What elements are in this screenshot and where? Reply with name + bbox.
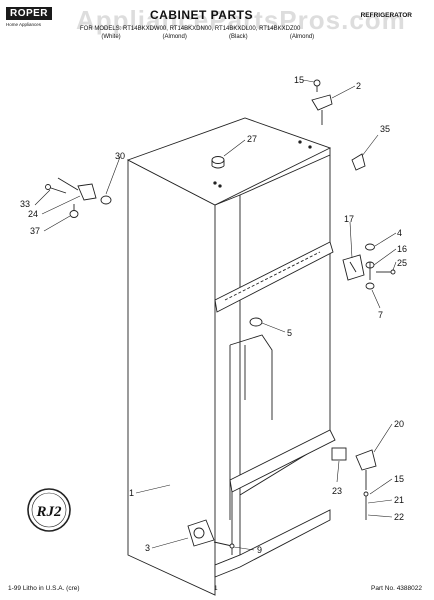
part-4-washer [365,243,375,251]
callout-16: 16 [397,244,407,254]
model-colors: (White) (Almond) (Black) (Almond) [80,33,380,41]
model-color-1: (White) [101,34,121,40]
callout-23: 23 [332,486,342,496]
part-24-hinge [77,183,97,201]
callout-20: 20 [394,419,404,429]
model-list: FOR MODELS: RT14BKXDW00, RT14BKXDN00, RT… [80,25,380,41]
footer-part-number: Part No. 4388022 [371,585,422,592]
callout-17: 17 [344,214,354,224]
callout-30: 30 [115,151,125,161]
appliance-category: REFRIGERATOR [360,12,412,19]
watermark: AppliancePartsPros.com [76,5,406,35]
callout-3: 3 [145,543,150,553]
part-15-screw [313,79,321,87]
callout-15-bottom: 15 [394,474,404,484]
model-badge: RJ2 [27,488,71,532]
callout-21: 21 [394,495,404,505]
part-37-washer [69,210,79,218]
models-line: FOR MODELS: RT14BKXDW00, RT14BKXDN00, RT… [80,26,301,32]
brand-subtitle: Home Appliances [6,22,42,27]
cabinet-floor [229,429,336,493]
callout-15-top: 15 [294,75,304,85]
part-27-cap [211,156,225,164]
part-7-washer [365,282,375,290]
callout-33: 33 [20,199,30,209]
part-9-screw [213,541,233,547]
callout-5: 5 [287,328,292,338]
part-23-bracket [331,447,347,461]
callout-27: 27 [247,134,257,144]
callout-9: 9 [257,545,262,555]
callout-24: 24 [28,209,38,219]
model-color-3: (Black) [229,34,248,40]
footer-page-number: 1 [214,585,218,592]
callout-1: 1 [129,488,134,498]
badge-text: RJ2 [35,504,62,520]
part-30-bushing [100,195,112,205]
model-color-2: (Almond) [162,34,187,40]
callout-35: 35 [380,124,390,134]
part-20-bottom-hinge [355,449,377,471]
part-5-cap [249,317,263,327]
part-2-top-hinge [311,94,333,111]
callout-22: 22 [394,512,404,522]
model-color-4: (Almond) [289,34,315,40]
part-35-plug [351,153,366,171]
callout-7: 7 [378,310,383,320]
callout-4: 4 [397,228,402,238]
callout-25: 25 [397,258,407,268]
divider-mullion [214,241,334,313]
callout-2: 2 [356,81,361,91]
leader-lines [34,79,397,551]
part-33-screw [47,186,67,194]
footer-print-info: 1-99 Litho in U.S.A. (cre) [8,585,80,592]
cabinet-inner-wall [214,194,241,566]
brand-name: ROPER [6,7,52,20]
page-title: CABINET PARTS [150,8,253,22]
callout-37: 37 [30,226,40,236]
callout-labels: 15 2 27 35 30 33 24 37 17 4 16 25 7 5 20… [20,75,407,555]
